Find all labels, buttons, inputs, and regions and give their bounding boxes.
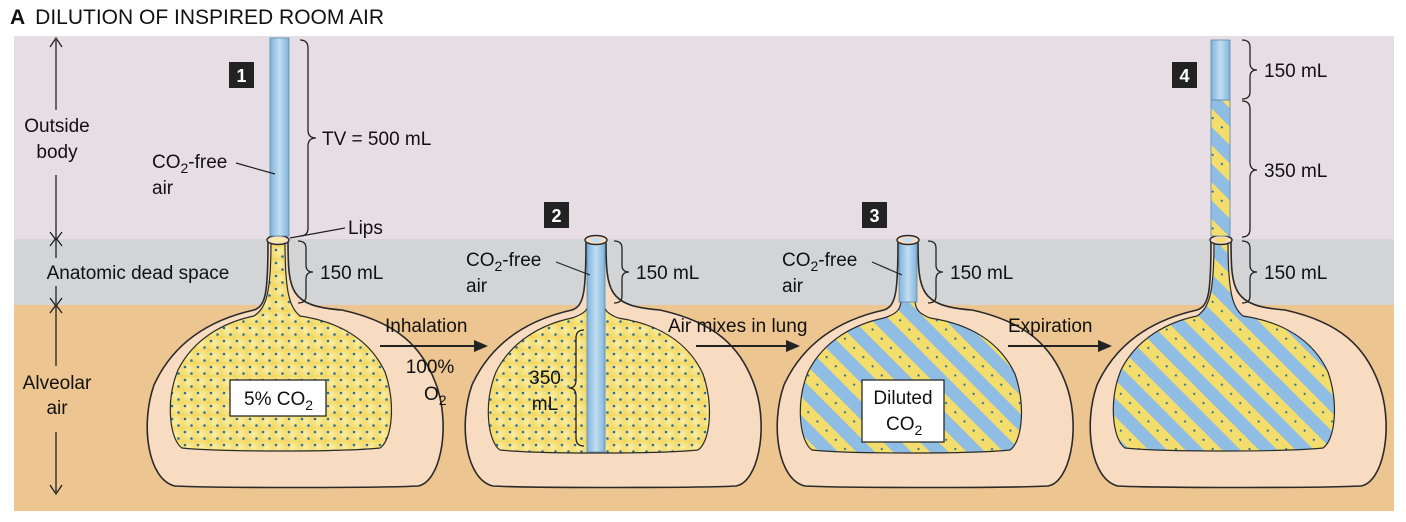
lung-4-air-space <box>1112 241 1336 452</box>
alveolar-label-2: air <box>46 398 68 419</box>
lung-4-expired-dead-space-air <box>1210 39 1231 101</box>
expiration-label: Expiration <box>1008 316 1093 337</box>
step-1-co2-free-leader <box>235 162 276 175</box>
step-4-upper-brace <box>1241 39 1258 100</box>
step-4-upper-volume: 150 mL <box>1264 61 1327 82</box>
step-1-air-label: air <box>152 178 174 199</box>
step-4-middle-brace <box>1241 100 1258 238</box>
lung-1-label: 5% CO2 <box>244 389 313 413</box>
step-2-alveolar-brace <box>568 329 585 447</box>
lung-4-expired-mixed-air <box>1210 99 1231 237</box>
step-3-dead-space-volume: 150 mL <box>950 263 1013 284</box>
expiration-arrowhead <box>1098 340 1112 352</box>
air-mixes-label: Air mixes in lung <box>668 316 807 337</box>
lips-label: Lips <box>348 218 383 239</box>
step-2-number: 2 <box>551 206 561 226</box>
lung-1: 5% CO2 <box>146 37 444 489</box>
inhalation-o2-percent: 100% <box>406 357 455 378</box>
step-4-badge <box>1172 62 1197 88</box>
step-2-alveolar-volume: 350 <box>529 368 561 389</box>
lung-3-dead-space-air <box>898 239 918 303</box>
inhalation-arrowhead <box>474 340 488 352</box>
lung-1-air-space <box>169 241 393 452</box>
step-4-dead-space-brace <box>1241 240 1258 304</box>
step-2-co2-free-leader <box>555 261 591 276</box>
step-4-dead-space-volume: 150 mL <box>1264 263 1327 284</box>
lung-3-air-space <box>799 299 1023 454</box>
step-2-dead-space-volume: 150 mL <box>636 263 699 284</box>
step-3-badge <box>862 202 887 228</box>
step-2-alveolar-unit: mL <box>532 394 558 415</box>
panel-letter: A <box>10 6 26 29</box>
outside-body-label: Outside <box>24 116 89 137</box>
step-2-air-label: air <box>466 276 488 297</box>
lung-3-label-co2: CO2 <box>886 414 923 438</box>
figure-title: A DILUTION OF INSPIRED ROOM AIR <box>10 6 384 30</box>
lung-3-label-box <box>861 379 945 443</box>
step-3-air-label: air <box>782 276 804 297</box>
step-3-number: 3 <box>869 206 879 226</box>
dead-space-zone <box>14 239 1394 305</box>
step-2-badge <box>544 202 569 228</box>
tv-brace <box>299 39 317 237</box>
lung-2-fresh-air-column <box>586 239 606 453</box>
step-2-co2-free-label: CO2-free <box>466 250 541 274</box>
outside-body-label-2: body <box>36 142 78 163</box>
lung-1-label-box <box>229 379 327 417</box>
dead-space-label: Anatomic dead space <box>47 263 230 284</box>
lung-4 <box>1089 39 1387 489</box>
lung-1-inspired-tube <box>269 37 290 237</box>
air-mixes-arrowhead <box>786 340 800 352</box>
step-3-dead-space-brace <box>927 240 944 304</box>
lung-3-label: Diluted <box>873 388 932 409</box>
tv-label: TV = 500 mL <box>322 129 431 150</box>
lips-leader <box>289 227 346 239</box>
lung-2 <box>464 234 762 489</box>
step-1-number: 1 <box>236 66 246 86</box>
step-1-co2-free-label: CO2-free <box>152 152 227 176</box>
alveolar-label: Alveolar <box>23 373 92 394</box>
step-2-dead-space-brace <box>613 240 630 304</box>
step-4-number: 4 <box>1179 66 1189 86</box>
step-1-dead-space-brace <box>297 240 314 304</box>
step-3-co2-free-label: CO2-free <box>782 250 857 274</box>
zone-arrows <box>49 36 63 496</box>
figure-title-text: DILUTION OF INSPIRED ROOM AIR <box>35 6 385 29</box>
step-1-dead-space-volume: 150 mL <box>320 263 383 284</box>
step-4-middle-volume: 350 mL <box>1264 161 1327 182</box>
step-1-badge <box>229 62 254 88</box>
step-3-co2-free-leader <box>871 261 903 276</box>
inhalation-o2-label: O2 <box>424 384 447 408</box>
inhalation-label: Inhalation <box>385 316 467 337</box>
lung-3: Diluted CO2 <box>776 234 1074 489</box>
